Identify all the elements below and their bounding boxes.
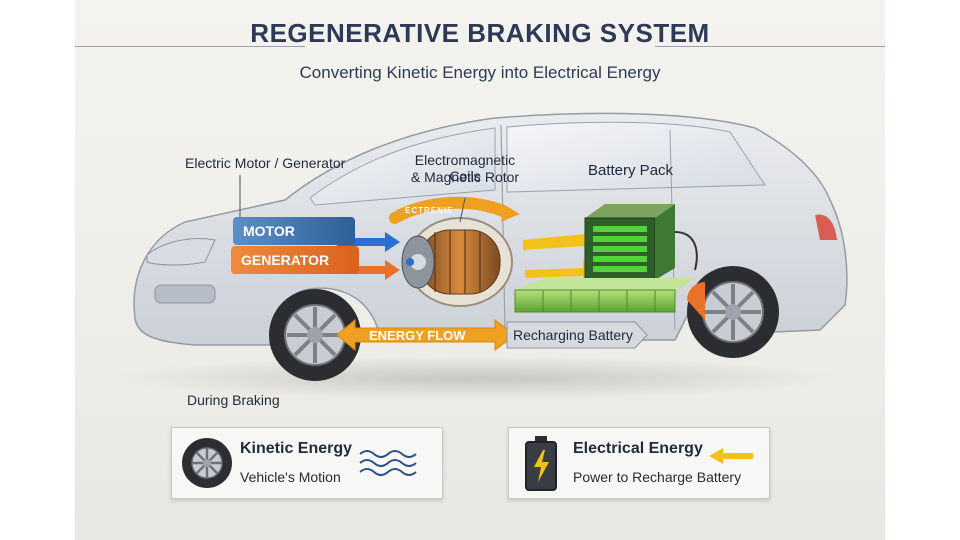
headlight [146, 238, 216, 266]
title-rule-left [75, 46, 305, 47]
coil-arc-text: ECTRENIE [405, 206, 454, 215]
motor-generator-label: Electric Motor / Generator [185, 155, 346, 171]
recharging-label: Recharging Battery [513, 327, 633, 343]
diagram-canvas: REGENERATIVE BRAKING SYSTEM Converting K… [75, 0, 885, 540]
car-illustration [115, 112, 848, 400]
energy-flow-label: ENERGY FLOW [369, 328, 466, 343]
rear-window [506, 121, 766, 193]
electrical-energy-subtitle: Power to Recharge Battery [573, 469, 742, 485]
rotor-label: & Magnetic Rotor [410, 169, 520, 185]
kinetic-energy-subtitle: Vehicle's Motion [240, 469, 341, 485]
wave-icon [359, 450, 417, 476]
page-title: REGENERATIVE BRAKING SYSTEM [250, 18, 710, 48]
battery-pack [584, 204, 698, 281]
motor-pill: MOTOR [233, 217, 355, 245]
kinetic-energy-box: Kinetic Energy Vehicle's Motion [171, 427, 443, 499]
kinetic-energy-title: Kinetic Energy [240, 440, 353, 457]
callout-line-coils [459, 197, 466, 223]
rear-wheel [687, 266, 779, 358]
electrical-energy-title: Electrical Energy [573, 440, 703, 457]
grille [154, 284, 216, 304]
coil-arc [389, 196, 511, 224]
electrical-energy-box: Electrical Energy Power to Recharge Batt… [508, 427, 770, 499]
battery-modules [514, 278, 695, 313]
front-window [309, 127, 496, 206]
generator-arrow [337, 260, 400, 280]
motor-arrow [337, 232, 400, 252]
during-braking-label: During Braking [187, 392, 280, 408]
battery-icon [525, 436, 557, 491]
battery-pack-label: Battery Pack [588, 162, 674, 179]
tail-light [815, 214, 837, 240]
wheel-icon [182, 438, 232, 488]
recharging-banner [506, 321, 648, 349]
coil-arc-head [501, 204, 520, 222]
arrow-left-icon [709, 448, 753, 464]
brake-caliper [687, 282, 705, 320]
page-subtitle: Converting Kinetic Energy into Electrica… [299, 63, 661, 82]
motor-rotor [401, 217, 513, 307]
generator-pill: GENERATOR [231, 246, 359, 274]
front-wheel [269, 289, 361, 381]
title-rule-right [655, 46, 885, 47]
coils-label: Electromagnetic Coils [414, 152, 516, 184]
door-line [500, 124, 506, 331]
